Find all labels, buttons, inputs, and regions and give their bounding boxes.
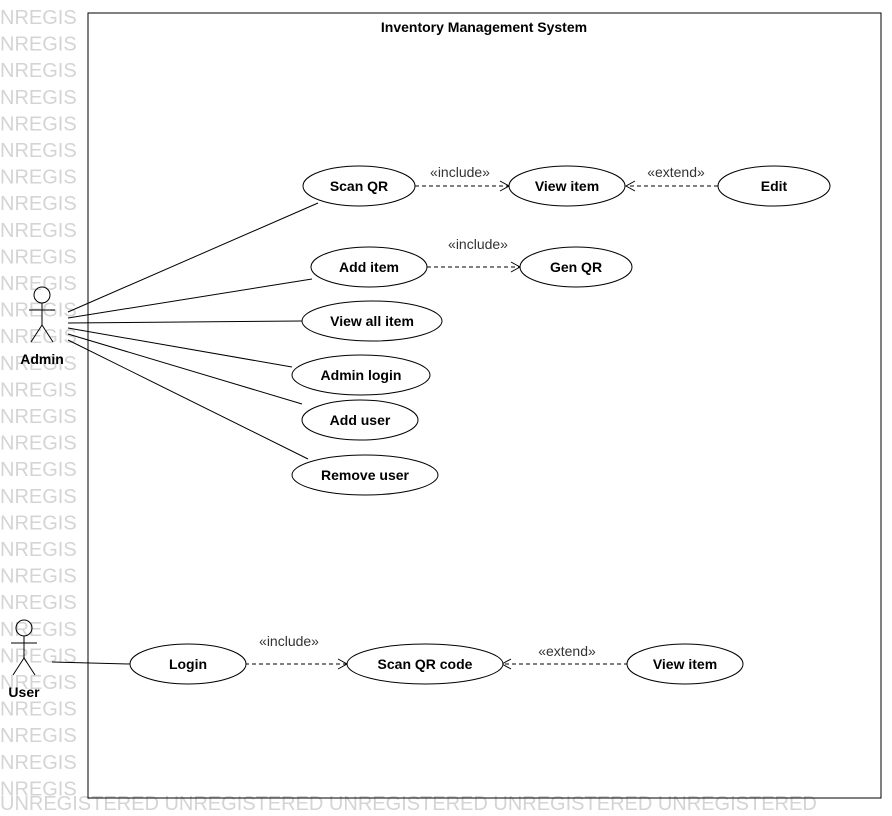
use-case-add-user[interactable]: Add user	[301, 399, 419, 441]
stick-figure-icon	[11, 619, 37, 676]
actor-user-label: User	[8, 684, 40, 700]
system-boundary	[87, 12, 882, 799]
watermark-fragment: NREGIS	[0, 645, 77, 667]
use-case-remove-user[interactable]: Remove user	[291, 454, 439, 496]
use-case-remove-user-label: Remove user	[321, 467, 409, 483]
stereotype-include-2: «include»	[448, 236, 508, 252]
use-case-edit-label: Edit	[761, 178, 788, 194]
watermark-fragment: NREGIS	[0, 7, 77, 29]
watermark-fragment: NREGIS	[0, 300, 77, 322]
watermark-fragment: NREGIS	[0, 512, 77, 534]
assoc-admin-add-user	[67, 333, 303, 405]
use-case-view-item[interactable]: View item	[508, 165, 626, 207]
stereotype-include-3: «include»	[259, 633, 319, 649]
watermark-fragment: NREGIS	[0, 140, 77, 162]
use-case-login-label: Login	[169, 656, 207, 672]
watermark-fragment: NREGIS	[0, 193, 77, 215]
use-case-admin-login-label: Admin login	[321, 367, 402, 383]
watermark-fragment: NREGIS	[0, 167, 77, 189]
use-case-view-item-label: View item	[535, 178, 599, 194]
use-case-user-view-item[interactable]: View item	[626, 643, 744, 685]
use-case-scan-qr[interactable]: Scan QR	[302, 165, 416, 207]
watermark-fragment: NREGIS	[0, 592, 77, 614]
watermark-fragment: NREGIS	[0, 273, 77, 295]
stereotype-include-1: «include»	[430, 164, 490, 180]
watermark-fragment: NREGIS	[0, 87, 77, 109]
use-case-admin-login[interactable]: Admin login	[291, 354, 431, 396]
watermark-fragment: NREGIS	[0, 34, 77, 56]
watermark-fragment: NREGIS	[0, 113, 77, 135]
watermark-fragment: NREGIS	[0, 459, 77, 481]
assoc-admin-remove-user	[67, 339, 309, 460]
watermark-fragment: NREGIS	[0, 353, 77, 375]
use-case-login[interactable]: Login	[129, 643, 247, 685]
watermark-left: NREGIS NREGIS NREGIS NREGIS NREGIS NREGIS NREG…	[0, 7, 77, 800]
actor-user[interactable]: User	[8, 619, 40, 700]
watermark-fragment: NREGIS	[0, 539, 77, 561]
use-case-add-user-label: Add user	[330, 412, 391, 428]
watermark-fragment: NREGIS	[0, 619, 77, 641]
use-case-edit[interactable]: Edit	[717, 165, 831, 207]
watermark-fragment: NREGIS	[0, 406, 77, 428]
watermark-fragment: NREGIS	[0, 379, 77, 401]
assoc-admin-add-item	[67, 278, 313, 319]
watermark-fragment: NREGIS	[0, 566, 77, 588]
stereotype-extend-1: «extend»	[647, 164, 705, 180]
actor-admin[interactable]: Admin	[20, 286, 64, 367]
use-case-scan-qr-code[interactable]: Scan QR code	[346, 643, 504, 685]
watermark-fragment: NREGIS	[0, 60, 77, 82]
system-title: Inventory Management System	[381, 19, 587, 35]
use-case-user-view-item-label: View item	[653, 656, 717, 672]
use-case-add-item-label: Add item	[339, 259, 399, 275]
assoc-admin-scan-qr	[67, 202, 319, 313]
dependency-relations	[245, 180, 718, 670]
stereotype-extend-2: «extend»	[538, 643, 596, 659]
assoc-admin-view-all-item	[67, 320, 303, 324]
admin-associations	[67, 202, 319, 460]
actor-admin-label: Admin	[20, 351, 64, 367]
watermark-fragment: NREGIS	[0, 778, 77, 800]
use-case-add-item[interactable]: Add item	[310, 246, 428, 288]
assoc-admin-admin-login	[67, 327, 293, 368]
watermark-fragment: NREGIS	[0, 725, 77, 747]
assoc-user-login	[51, 661, 131, 665]
watermark-fragment: NREGIS	[0, 220, 77, 242]
watermark-fragment: NREGIS	[0, 699, 77, 721]
watermark-fragment: NREGIS	[0, 246, 77, 268]
use-case-scan-qr-code-label: Scan QR code	[378, 656, 473, 672]
use-case-gen-qr-label: Gen QR	[550, 259, 602, 275]
use-case-view-all-item-label: View all item	[330, 313, 414, 329]
watermark-fragment: NREGIS	[0, 752, 77, 774]
watermark-fragment: NREGIS	[0, 486, 77, 508]
use-case-gen-qr[interactable]: Gen QR	[519, 246, 633, 288]
stick-figure-icon	[29, 286, 55, 343]
watermark-fragment: NREGIS	[0, 433, 77, 455]
watermark-fragment: NREGIS	[0, 672, 77, 694]
use-case-scan-qr-label: Scan QR	[330, 178, 388, 194]
use-case-view-all-item[interactable]: View all item	[301, 300, 443, 342]
watermark-fragment: NREGIS	[0, 326, 77, 348]
